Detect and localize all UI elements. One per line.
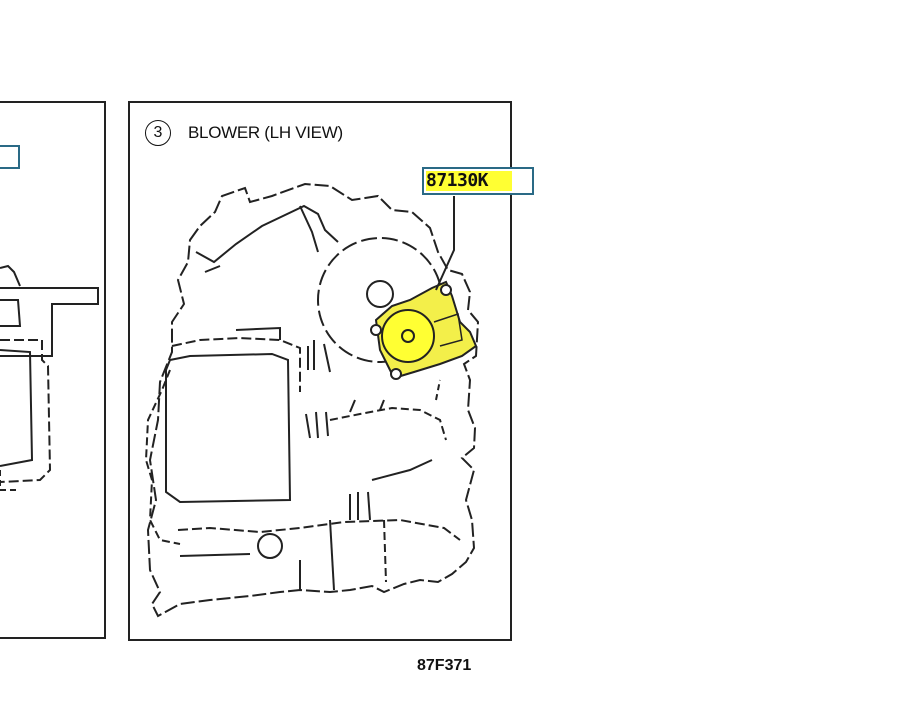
callout-leader-line bbox=[435, 196, 455, 291]
part-number-label: 87130K bbox=[426, 170, 489, 191]
blower-housing-outline bbox=[144, 182, 480, 618]
servo-motor-highlighted[interactable] bbox=[370, 280, 478, 380]
left-assembly-drawing bbox=[0, 264, 99, 491]
left-diagram-panel bbox=[0, 101, 106, 639]
blower-diagram-panel bbox=[128, 101, 512, 641]
step-number: 3 bbox=[153, 124, 163, 141]
view-title: BLOWER (LH VIEW) bbox=[188, 123, 343, 142]
figure-code: 87F371 bbox=[417, 657, 472, 674]
part-number-highlight bbox=[426, 171, 512, 191]
step-number-circle: 3 bbox=[145, 120, 171, 146]
left-part-callout-box[interactable] bbox=[0, 145, 20, 169]
part-number-callout[interactable]: 87130K bbox=[422, 167, 534, 195]
